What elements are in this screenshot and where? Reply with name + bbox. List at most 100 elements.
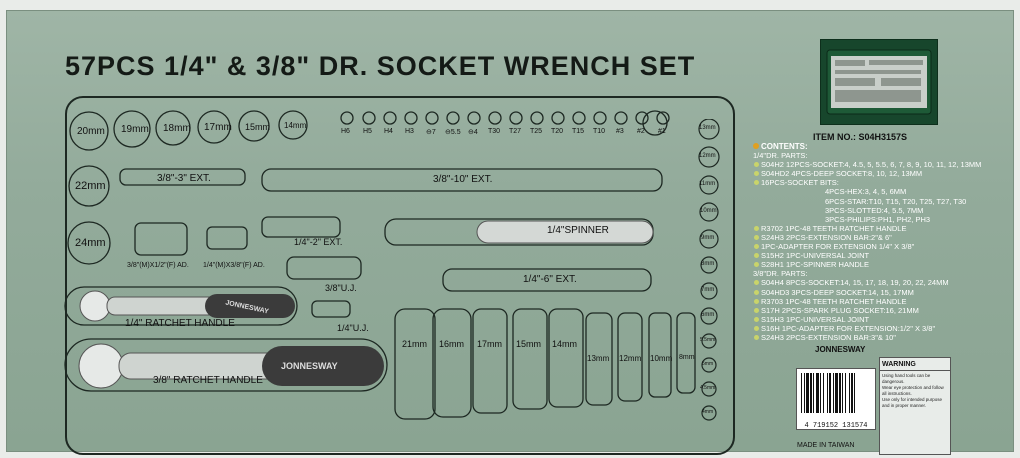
bullet-icon: [754, 244, 759, 250]
ratchet-14-graphic: JONNESWAY: [79, 290, 295, 322]
contents-line: 16PCS-SOCKET BITS:: [753, 178, 1013, 187]
deep-socket-label: 15mm: [516, 339, 542, 349]
deep-socket-label: 13mm: [587, 354, 610, 363]
right-socket-column: 13mm 12mm 11mm 10mm 9mm 8mm 7mm 6mm 5.5m…: [689, 119, 729, 449]
bit-label: ⊖7: [426, 129, 436, 136]
bullet-icon: [754, 316, 759, 322]
bullet-icon: [754, 225, 759, 231]
bullet-icon: [754, 162, 759, 168]
ext-2-label: 1/4"-2" EXT.: [294, 237, 343, 247]
contents-line: S17H 2PCS-SPARK PLUG SOCKET:16, 21MM: [753, 306, 1013, 315]
bit-label: #3: [616, 128, 624, 135]
barcode-bar: [829, 373, 831, 413]
deep-socket-label: 8mm: [679, 354, 695, 361]
socket-label: 4.5mm: [700, 385, 716, 391]
warning-box: WARNING Using hand tools can be dangerou…: [879, 357, 951, 455]
socket-label: 9mm: [701, 235, 715, 241]
barcode-bar: [801, 373, 802, 413]
bit-label: ⊖5.5: [445, 129, 461, 136]
bit-label: T27: [509, 128, 522, 135]
bit-label: H4: [384, 128, 393, 135]
ext-6-label: 1/4"-6" EXT.: [523, 274, 577, 285]
brand-logo: JONNESWAY: [815, 345, 866, 354]
contents-line: S24H3 2PCS-EXTENSION BAR:2"& 6": [753, 233, 1013, 242]
uj-14-label: 1/4"U.J.: [337, 323, 369, 333]
bullet-icon: [754, 262, 759, 268]
socket-label: 12mm: [699, 153, 716, 159]
warning-line: Use only for intended purpose: [882, 397, 943, 402]
barcode-bar: [820, 373, 821, 413]
bit-label: ⊖4: [468, 129, 478, 136]
made-in: MADE IN TAIWAN: [797, 442, 855, 449]
socket-label: 10mm: [700, 208, 717, 214]
bullet-icon: [754, 180, 759, 186]
barcode-bar: [845, 373, 846, 413]
socket-label: 19mm: [121, 124, 149, 135]
contents-line: S16H 1PC-ADAPTER FOR EXTENSION:1/2" X 3/…: [753, 324, 1013, 333]
barcode: 4 719152 131574: [796, 368, 876, 430]
contents-line: 1PC-ADAPTER FOR EXTENSION 1/4" X 3/8": [753, 242, 1013, 251]
socket-label: 22mm: [75, 180, 106, 192]
ratchet-38-label: 3/8" RATCHET HANDLE: [153, 375, 263, 386]
bullet-icon: [754, 334, 759, 340]
barcode-bar: [813, 373, 814, 413]
socket-label: 13mm: [699, 125, 716, 131]
bullet-icon: [754, 289, 759, 295]
barcode-bar: [806, 373, 809, 413]
bit-label: T25: [530, 128, 543, 135]
barcode-number: 4 719152 131574: [804, 422, 868, 430]
warning-line: all instructions.: [882, 391, 912, 396]
socket-label: 17mm: [204, 122, 232, 133]
socket-label: 18mm: [163, 123, 191, 134]
bullet-icon: [754, 171, 759, 177]
set-title: 57PCS 1/4" & 3/8" DR. SOCKET WRENCH SET: [65, 51, 696, 81]
barcode-bar: [804, 373, 805, 413]
socket-label: 11mm: [699, 181, 716, 187]
svg-text:JONNESWAY: JONNESWAY: [281, 361, 338, 371]
socket-label: 8mm: [701, 261, 715, 267]
ratchet-38-graphic: JONNESWAY: [78, 343, 384, 389]
barcode-bar: [816, 373, 819, 413]
warning-title: WARNING: [880, 358, 950, 371]
bullet-icon: [754, 307, 759, 313]
deep-socket-label: 16mm: [439, 339, 465, 349]
socket-label: 24mm: [75, 237, 106, 249]
deep-socket-label: 21mm: [402, 339, 428, 349]
bit-label: #2: [637, 128, 645, 135]
contents-line: S24H3 2PCS-EXTENSION BAR:3"& 10": [753, 333, 1013, 342]
uj-38-label: 3/8"U.J.: [325, 283, 357, 293]
bit-label: T15: [572, 128, 585, 135]
contents-line: S15H2 1PC-UNIVERSAL JOINT: [753, 251, 1013, 260]
contents-line: 4PCS-HEX:3, 4, 5, 6MM: [825, 187, 907, 197]
contents-line: R3703 1PC-48 TEETH RATCHET HANDLE: [753, 297, 1013, 306]
contents-line: 3PCS-PHILIPS:PH1, PH2, PH3: [825, 214, 931, 224]
socket-label: 5mm: [702, 361, 714, 367]
bullet-icon: [753, 143, 759, 149]
deep-socket-label: 17mm: [477, 339, 503, 349]
contents-line: S15H3 1PC-UNIVERSAL JOINT: [753, 315, 1013, 324]
spinner-label: 1/4"SPINNER: [547, 225, 609, 236]
deep-socket-label: 14mm: [552, 339, 578, 349]
bullet-icon: [754, 325, 759, 331]
contents-line: S04H4 8PCS-SOCKET:14, 15, 17, 18, 19, 20…: [753, 278, 1013, 287]
warning-line: and in proper manner.: [882, 403, 927, 408]
bit-label: T20: [551, 128, 564, 135]
warning-line: Wear eye protection and follow: [882, 385, 944, 390]
bullet-icon: [754, 253, 759, 259]
bit-label: H3: [405, 128, 414, 135]
barcode-bar: [823, 373, 824, 413]
contents-line: 1/4"DR. PARTS:: [753, 151, 808, 161]
barcode-bar: [835, 373, 838, 413]
contents-lines: 1/4"DR. PARTS:S04H2 12PCS-SOCKET:4, 4.5,…: [753, 151, 1013, 342]
bit-label: T30: [488, 128, 501, 135]
deep-socket-label: 12mm: [619, 354, 642, 363]
product-photo: [820, 39, 938, 125]
bullet-icon: [754, 280, 759, 286]
ratchet-14-label: 1/4" RATCHET HANDLE: [125, 318, 235, 329]
contents-line: S04HD2 4PCS-DEEP SOCKET:8, 10, 12, 13MM: [753, 169, 1013, 178]
contents-header: CONTENTS:: [753, 142, 1013, 151]
bullet-icon: [754, 234, 759, 240]
barcode-bar: [839, 373, 841, 413]
barcode-bar: [827, 373, 828, 413]
